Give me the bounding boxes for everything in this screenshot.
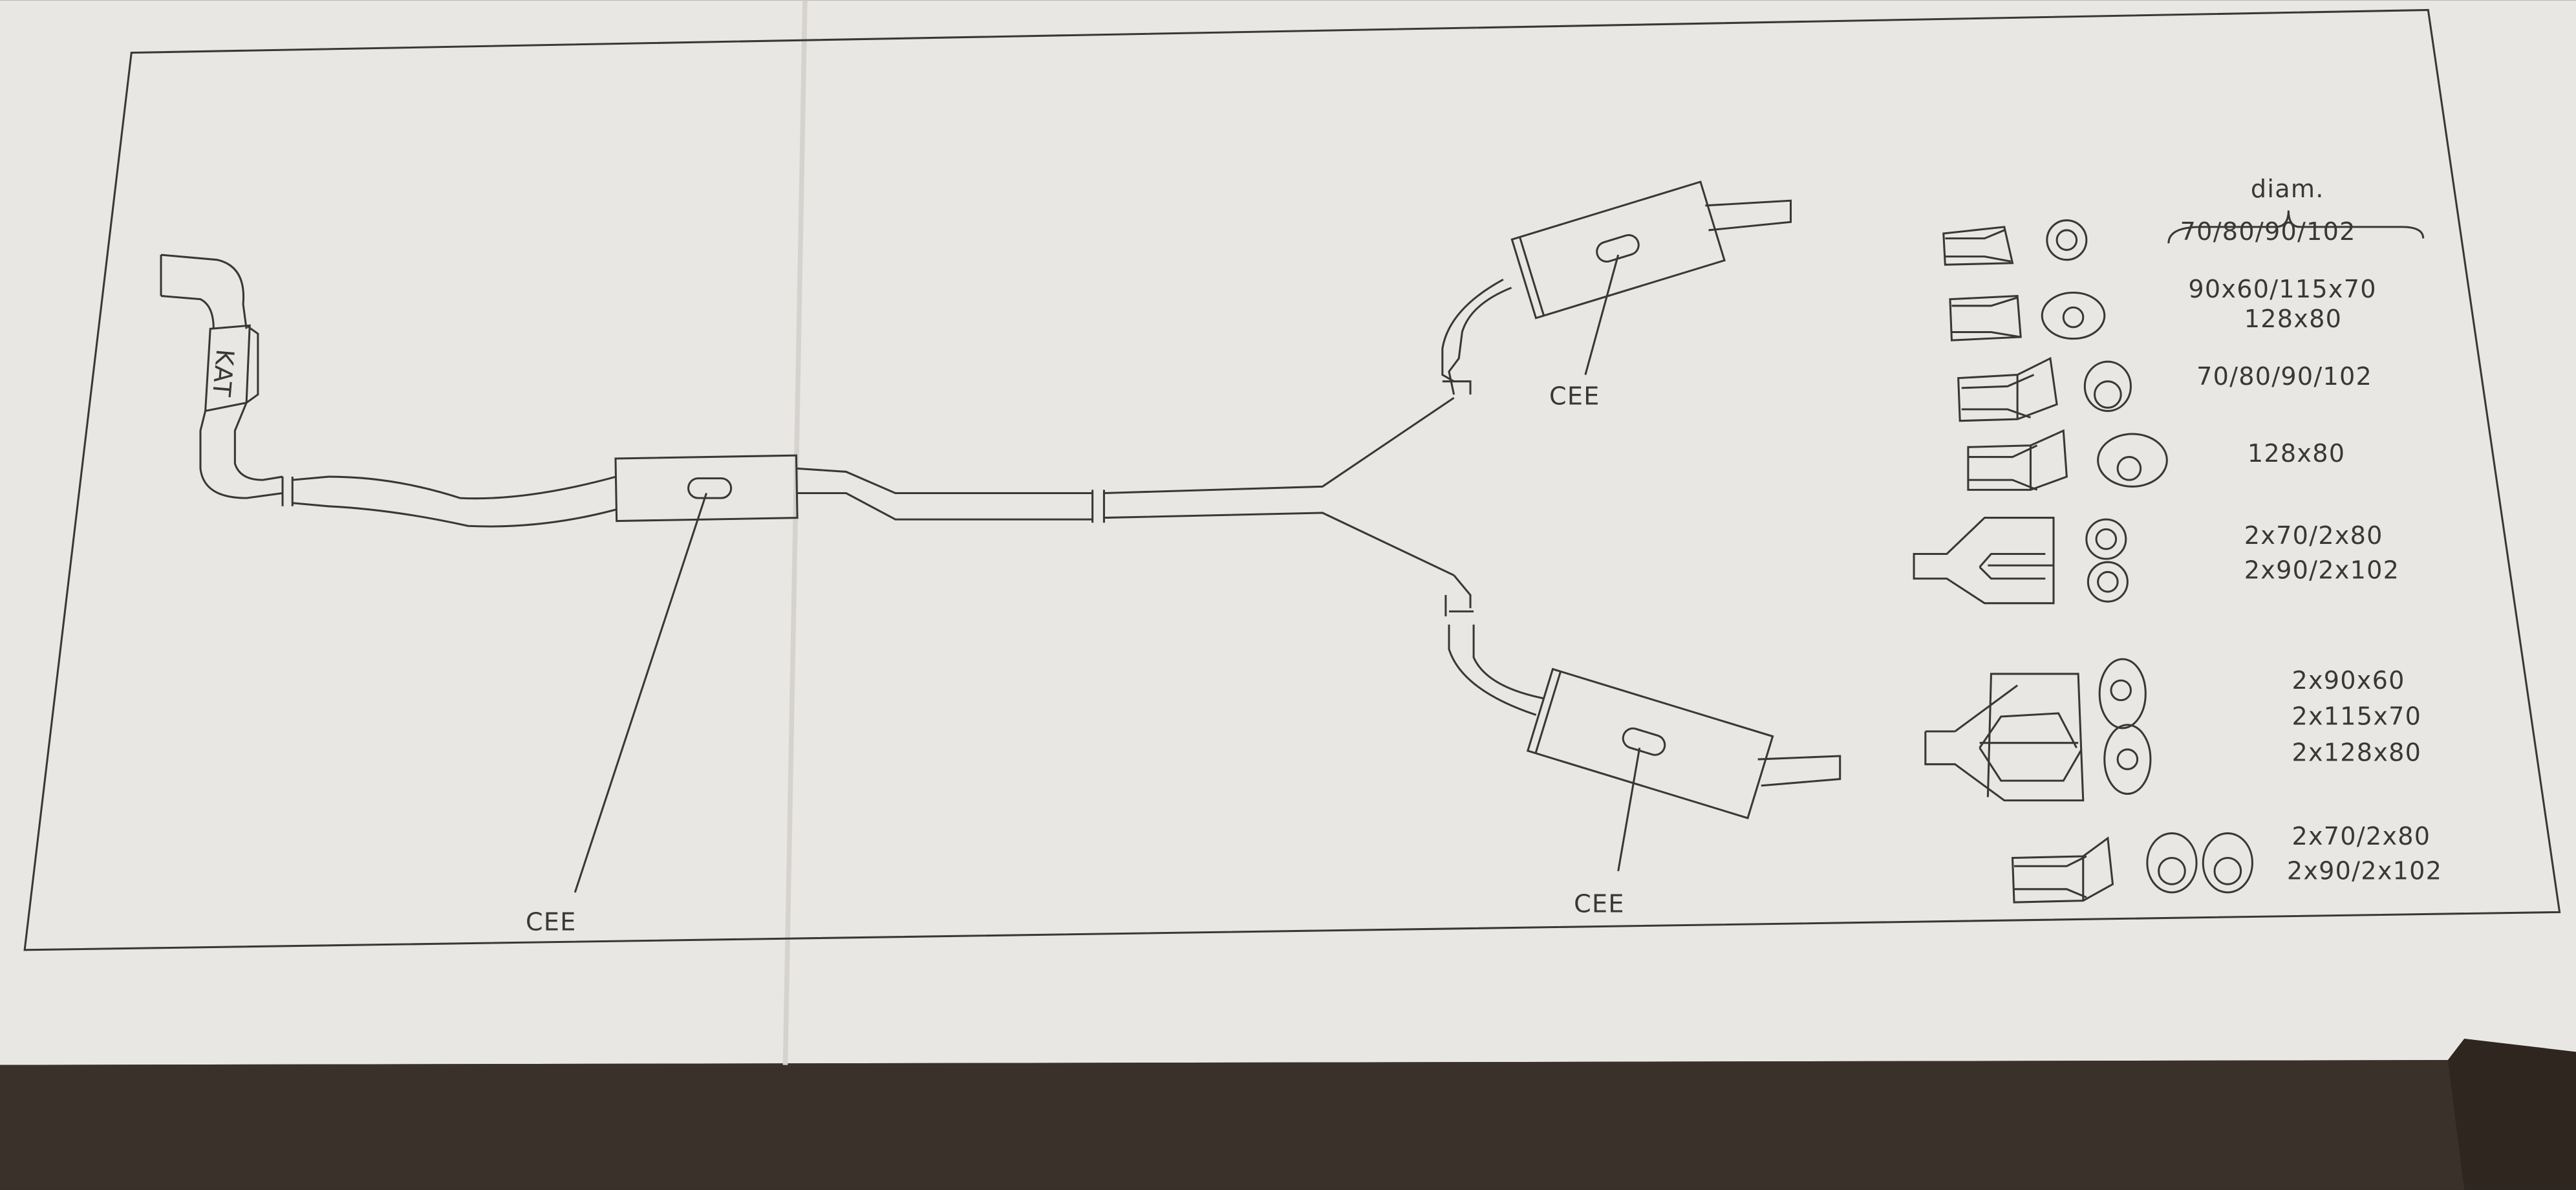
table-edge (0, 1060, 2465, 1190)
svg-text:90x60/115x70: 90x60/115x70 (2188, 275, 2376, 303)
legend-row-2: 90x60/115x70 128x80 (1949, 275, 2376, 341)
svg-text:2x70/2x80: 2x70/2x80 (2292, 822, 2431, 850)
cee-label-upper: CEE (1549, 382, 1600, 410)
legend-row-6: 2x90x60 2x115x70 2x128x80 (1924, 658, 2421, 802)
svg-text:2x128x80: 2x128x80 (2292, 739, 2421, 767)
svg-text:2x90/2x102: 2x90/2x102 (2244, 556, 2399, 585)
legend-row-4: 128x80 (1967, 429, 2345, 491)
middle-muffler (614, 454, 799, 523)
legend-row-5: 2x70/2x80 2x90/2x102 (1913, 517, 2399, 605)
upper-cee-leader (1584, 254, 1620, 375)
front-pipe (281, 475, 617, 528)
svg-text:2x90/2x102: 2x90/2x102 (2287, 857, 2442, 885)
middle-cee-leader (574, 492, 707, 893)
upper-rear-muffler (1510, 180, 1726, 319)
lower-branch-pipe (1444, 574, 1545, 716)
lower-rear-muffler (1526, 667, 1774, 819)
cee-label-middle: CEE (526, 907, 577, 936)
svg-text:128x80: 128x80 (2244, 305, 2342, 333)
legend-brace (2167, 210, 2425, 244)
svg-text:2x115x70: 2x115x70 (2292, 702, 2421, 731)
drawing-frame (23, 8, 2561, 951)
kat-label: KAT (207, 348, 239, 398)
svg-text:70/80/90/102: 70/80/90/102 (2196, 362, 2372, 391)
svg-text:70/80/90/102: 70/80/90/102 (2180, 217, 2356, 246)
upper-tailpipe (1705, 199, 1792, 232)
svg-text:2x70/2x80: 2x70/2x80 (2244, 521, 2383, 550)
legend-row-7: 2x70/2x80 2x90/2x102 (2011, 822, 2442, 903)
tailpipe-legend: diam. 70/80/90/102 90x60/115x70 128x80 7… (1913, 175, 2442, 903)
middle-muffler-badge (687, 477, 733, 499)
svg-text:2x90x60: 2x90x60 (2292, 666, 2405, 695)
legend-header: diam. (2251, 175, 2324, 203)
paper-sheet (0, 0, 2576, 1065)
catalytic-converter: KAT (160, 254, 283, 499)
paper-fold (782, 0, 808, 1065)
svg-text:128x80: 128x80 (2248, 439, 2345, 468)
legend-row-1: 70/80/90/102 (1942, 217, 2356, 266)
rear-pipe-y-section (797, 396, 1455, 576)
lower-cee-leader (1617, 748, 1641, 872)
upper-branch-pipe (1441, 278, 1512, 395)
cee-label-lower: CEE (1574, 889, 1625, 918)
lower-tailpipe (1757, 755, 1841, 787)
legend-row-3: 70/80/90/102 (1957, 356, 2372, 422)
